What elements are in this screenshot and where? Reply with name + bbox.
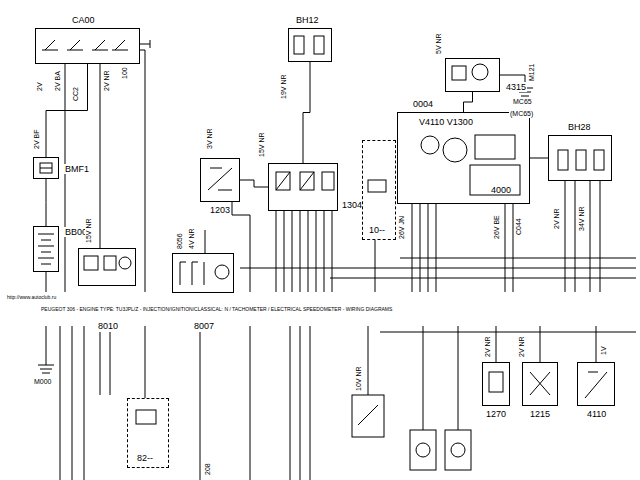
component-box: 1203	[200, 158, 240, 202]
wire-label: 26V BE	[493, 214, 501, 240]
page-note: PEUGEOT 306 - ENGINE TYPE: TU3JPL/Z - IN…	[40, 306, 393, 312]
component-box: 82--	[127, 398, 169, 468]
wire-label: 1V	[600, 345, 608, 356]
component-box: BH12	[288, 28, 332, 62]
component-box: 4110	[577, 362, 615, 406]
component-code: 0004	[412, 99, 434, 109]
component-code: 8010	[97, 321, 119, 331]
wire-label: 2V	[36, 81, 44, 92]
wire-label: C044	[515, 217, 523, 236]
wire-label: 2V BA	[54, 70, 62, 92]
component-box: BMF1	[33, 157, 59, 179]
wire-label: 2V NR	[103, 69, 111, 92]
wire-label: 10V NR	[355, 365, 363, 392]
component-box: 1215	[522, 362, 558, 406]
wire-label: MC65	[512, 98, 533, 106]
wire-label: 15V NR	[258, 131, 266, 158]
wire-label: 4V NR	[188, 227, 196, 250]
component-box: CA00	[35, 28, 140, 64]
component-box: BH28	[548, 135, 612, 181]
wire-label: 100	[121, 66, 129, 80]
component-code: 1203	[209, 205, 231, 215]
wire-connector	[46, 179, 47, 226]
component-box: 4315	[445, 58, 500, 92]
wire-label: 15V NR	[85, 217, 93, 244]
wire-label: M000	[33, 378, 53, 386]
wire-connector	[464, 92, 473, 112]
component-text: 4000	[490, 185, 512, 195]
wire-label: 3V NR	[206, 127, 214, 150]
component-box: 8007	[172, 253, 234, 293]
wire-line	[240, 180, 268, 187]
page-note: http://www.autoclub.ru	[6, 294, 57, 300]
component-code: 4110	[586, 409, 607, 419]
wire-line	[530, 158, 548, 159]
wire-line	[46, 64, 88, 157]
component-code: 82--	[136, 453, 154, 463]
component-code: BH28	[567, 122, 592, 132]
component-box: 0004V4110 V13004000	[397, 112, 530, 204]
component-code: BMF1	[64, 164, 90, 174]
component-box: 1304	[268, 163, 338, 211]
component-text: V4110 V1300	[418, 117, 474, 127]
component-code: BH12	[295, 15, 320, 25]
component-code: CA00	[71, 15, 96, 25]
wire-label: 2V NR	[484, 335, 492, 358]
component-code: 1270	[485, 409, 507, 419]
wire-line	[46, 179, 47, 226]
wire-label: 208	[204, 462, 212, 476]
component-box: BB00	[33, 226, 59, 272]
wire-label: 19V NR	[280, 73, 288, 100]
wire-connector	[240, 180, 268, 187]
component-box: 8010	[78, 248, 136, 286]
wire-label: CC2	[72, 86, 80, 102]
wire-line	[303, 62, 310, 163]
wire-connector	[46, 64, 88, 157]
component-box: 10--	[362, 140, 396, 240]
wire-label: 2V BF	[33, 129, 41, 150]
wire-label: 8056	[176, 232, 184, 250]
wire-connector	[530, 158, 548, 159]
wire-label: 26V JN	[398, 215, 406, 240]
wire-label: 2V NR	[518, 335, 526, 358]
wire-line	[464, 92, 473, 112]
wire-label: 5V NR	[435, 32, 443, 55]
component-code: 1304	[341, 200, 363, 210]
wire-label: 34V NR	[578, 205, 586, 232]
wire-label: M121	[528, 62, 536, 82]
component-code: 8007	[193, 321, 215, 331]
wire-label: 2V NR	[553, 207, 561, 230]
component-code: 10--	[368, 225, 386, 235]
component-code: 1215	[529, 409, 551, 419]
wire-connector	[303, 62, 310, 163]
component-box: 1270	[482, 362, 510, 406]
wire-label: (MC65)	[509, 110, 534, 118]
component-code: 4315	[505, 82, 527, 92]
